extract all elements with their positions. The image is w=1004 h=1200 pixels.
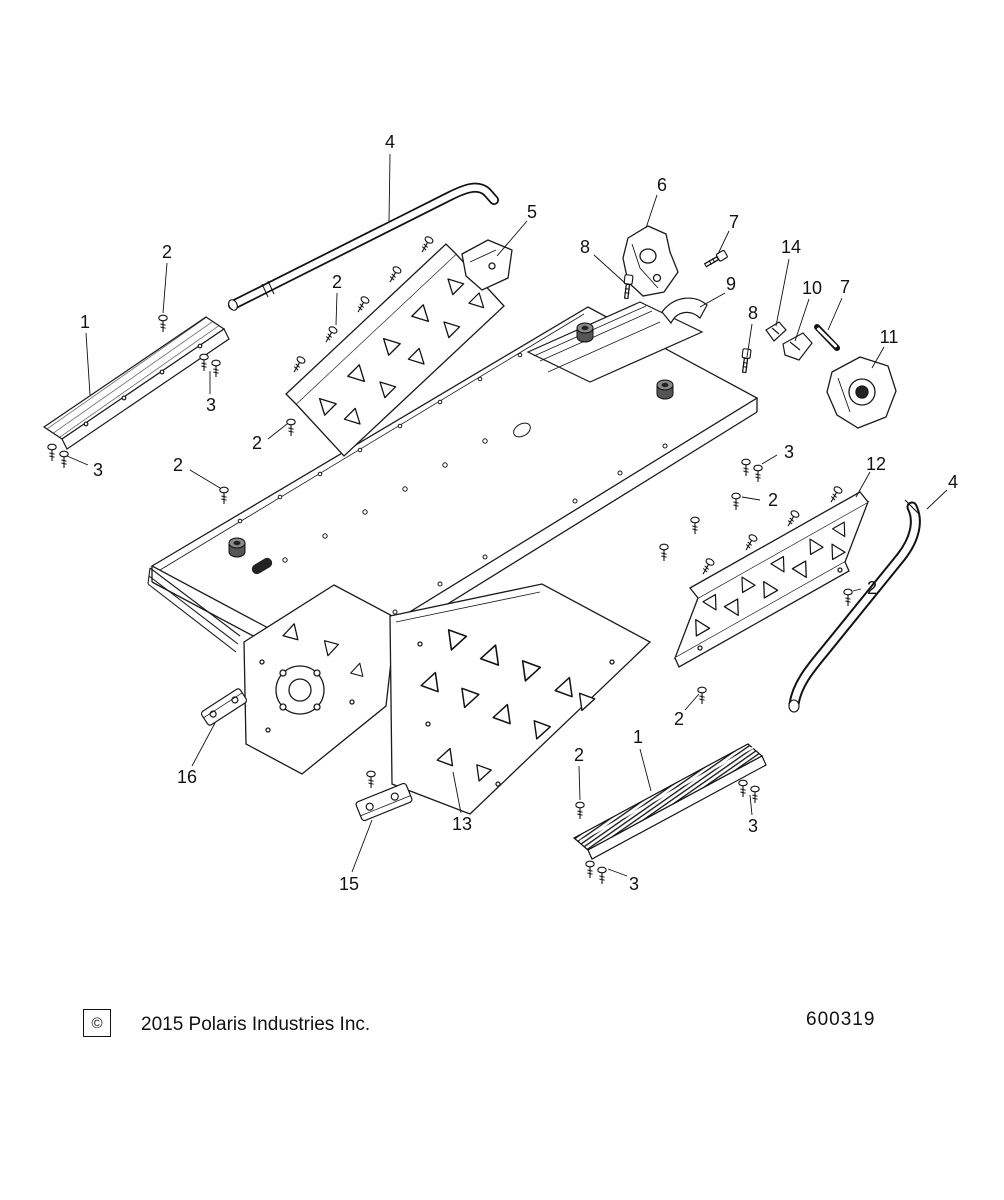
- callout-label: 10: [801, 278, 823, 298]
- lower-rail-tube: [788, 499, 921, 713]
- copyright-symbol-box: ©: [83, 1009, 111, 1037]
- pin-7: [814, 324, 840, 351]
- bulkhead-left-plate: [243, 584, 397, 775]
- callout-label: 3: [747, 816, 759, 836]
- callout-label: 4: [947, 472, 959, 492]
- bracket-11: [826, 356, 897, 429]
- copyright-text: 2015 Polaris Industries Inc.: [141, 1014, 371, 1035]
- tunnel-bushing: [656, 379, 674, 400]
- running-board-rail-right: [572, 743, 767, 860]
- callout-label: 7: [728, 212, 740, 232]
- bracket-9: [661, 297, 708, 325]
- callout-label: 2: [331, 272, 343, 292]
- bracket-6: [622, 225, 679, 297]
- callout-label: 16: [176, 767, 198, 787]
- callout-label: 6: [656, 175, 668, 195]
- callout-label: 2: [161, 242, 173, 262]
- tunnel-bushing: [228, 537, 246, 558]
- tunnel-bushing: [576, 322, 594, 343]
- upper-rail-tube: [228, 182, 499, 311]
- callout-label: 12: [865, 454, 887, 474]
- callout-label: 2: [172, 455, 184, 475]
- callout-label: 13: [451, 814, 473, 834]
- right-side-panel: [673, 491, 870, 668]
- callout-label: 8: [747, 303, 759, 323]
- bulkhead-center-plate: [389, 583, 652, 815]
- callout-label: 2: [251, 433, 263, 453]
- callout-label: 5: [526, 202, 538, 222]
- callout-label: 14: [780, 237, 802, 257]
- callout-label: 2: [573, 745, 585, 765]
- copyright-symbol: ©: [91, 1014, 103, 1032]
- diagram-part-number: 600319: [806, 1009, 876, 1030]
- callout-label: 11: [879, 327, 899, 347]
- clip-14: [765, 321, 787, 342]
- callout-label: 2: [866, 578, 878, 598]
- bracket-10: [782, 332, 813, 361]
- callout-label: 2: [767, 490, 779, 510]
- callout-label: 9: [725, 274, 737, 294]
- callout-label: 2: [673, 709, 685, 729]
- left-side-panel: [285, 243, 505, 457]
- callout-label: 3: [92, 460, 104, 480]
- callout-label: 3: [205, 395, 217, 415]
- callout-label: 8: [579, 237, 591, 257]
- front-bumper-extrusion: [147, 567, 241, 653]
- callout-label: 1: [632, 727, 644, 747]
- bracket-15: [355, 782, 413, 822]
- bracket-16: [200, 688, 248, 726]
- callout-label: 15: [338, 874, 360, 894]
- callout-label: 3: [628, 874, 640, 894]
- callout-label: 4: [384, 132, 396, 152]
- running-board-rail-left: [42, 316, 230, 450]
- callout-label: 7: [839, 277, 851, 297]
- tunnel-holes: [237, 352, 668, 615]
- callout-label: 1: [79, 312, 91, 332]
- callout-label: 3: [783, 442, 795, 462]
- leader-lines: [66, 153, 948, 877]
